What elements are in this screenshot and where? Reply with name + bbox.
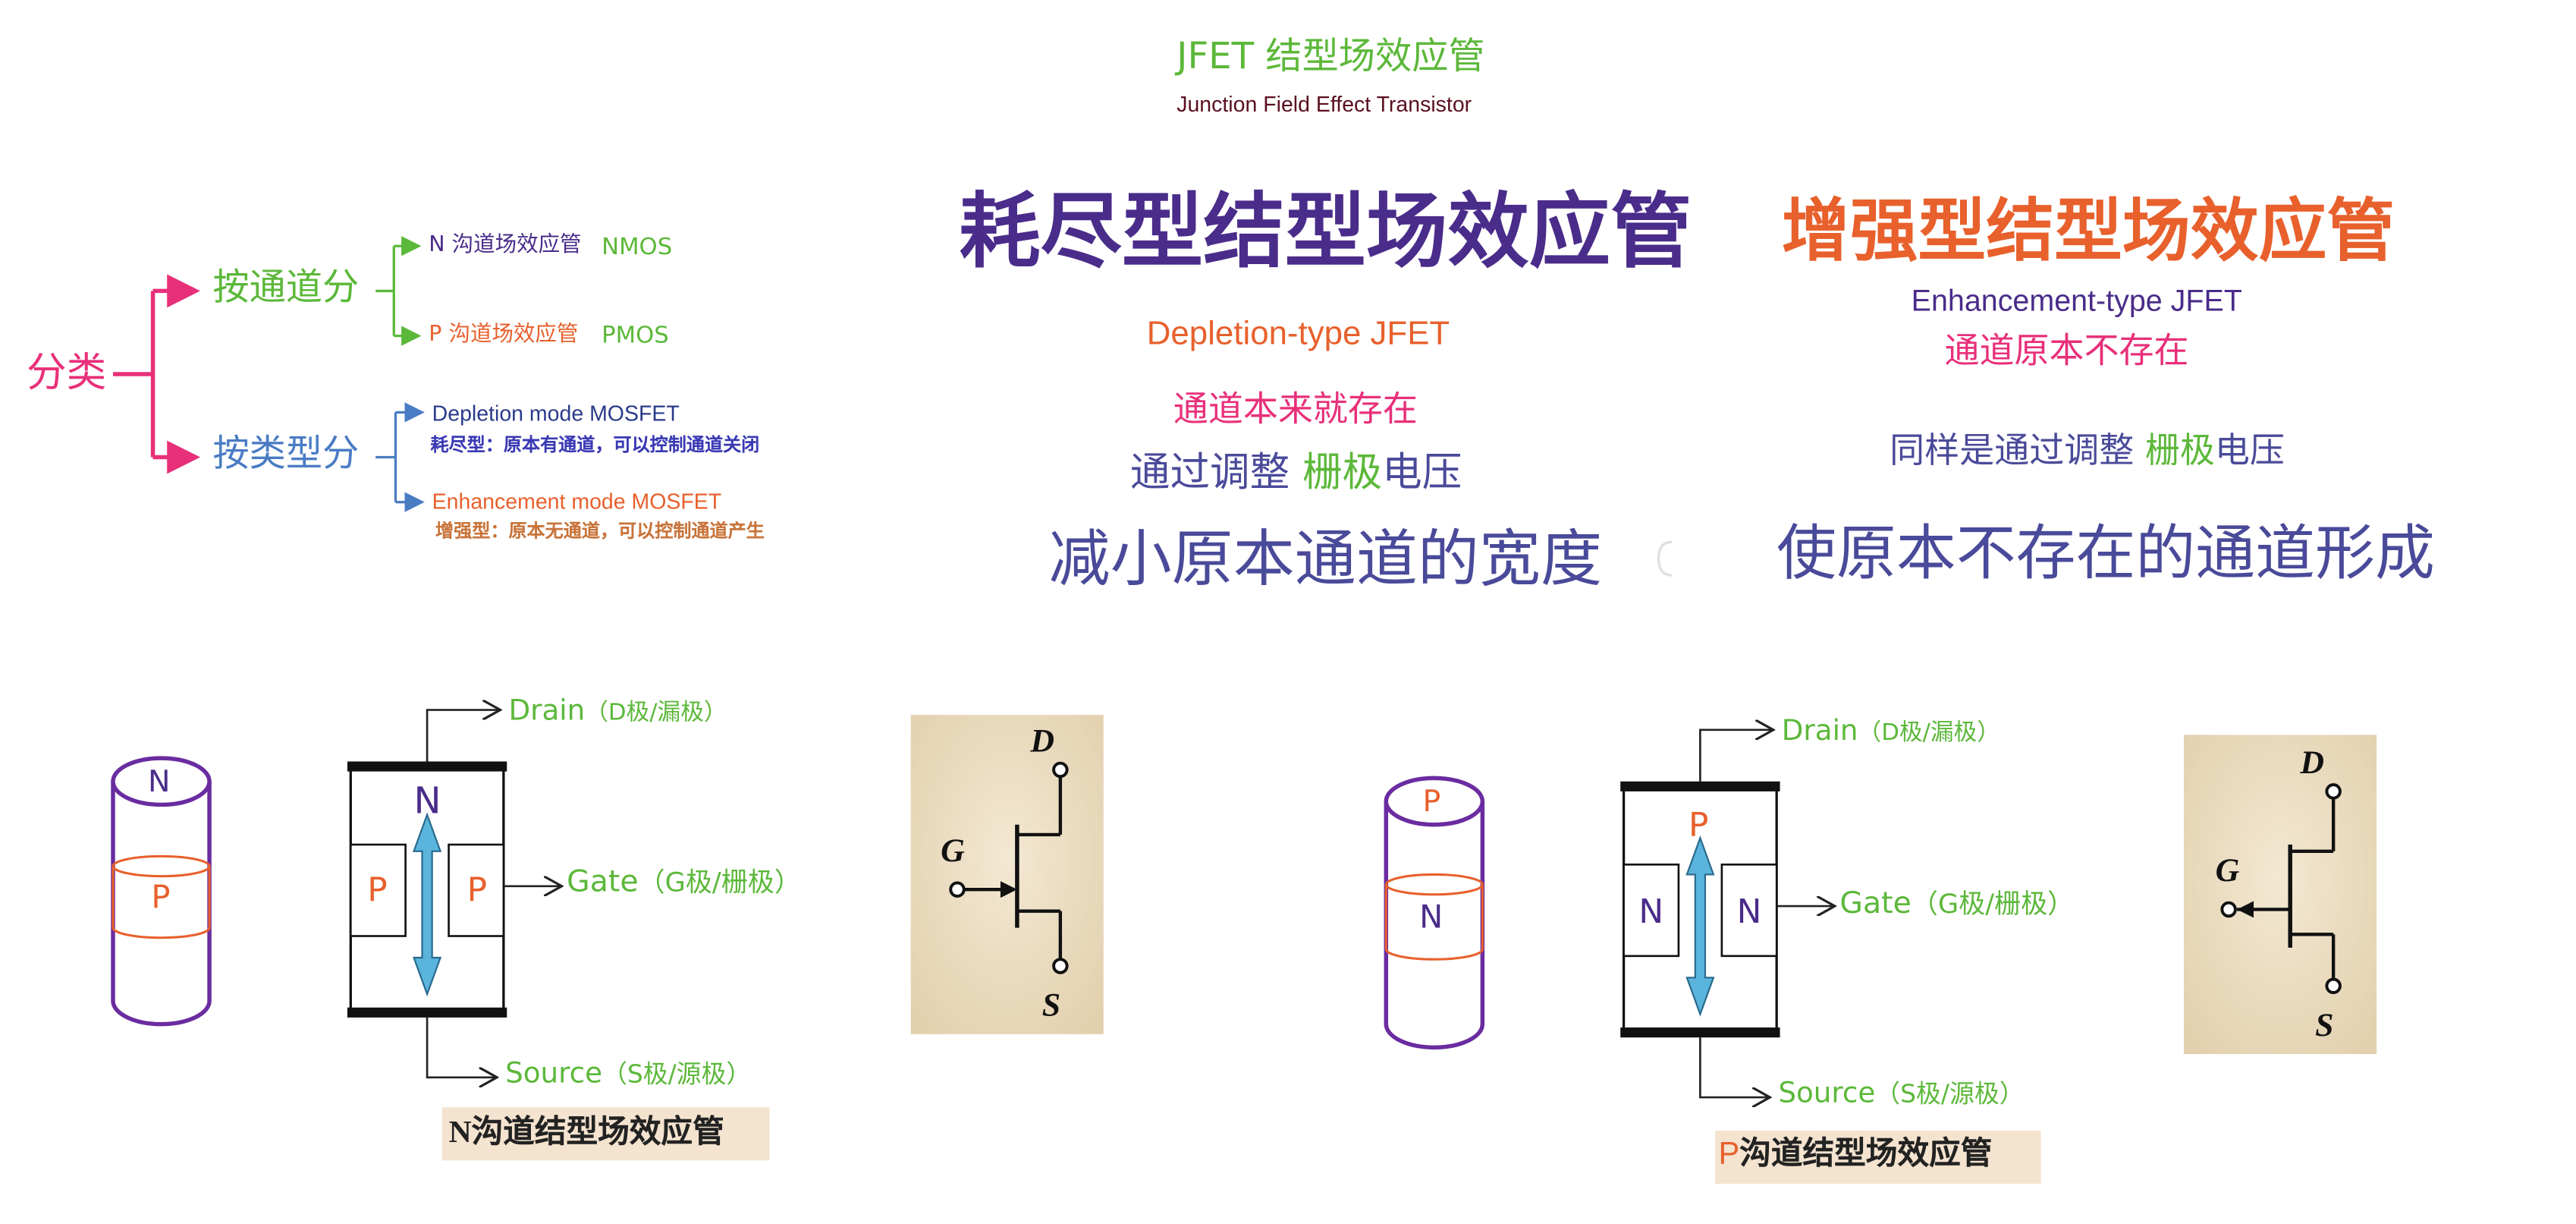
n-drain-label: Drain（D极/漏极） xyxy=(508,694,727,728)
n-cylinder-band-label: P xyxy=(151,879,171,917)
n-cylinder-top-label: N xyxy=(147,764,171,800)
page-subtitle: Junction Field Effect Transistor xyxy=(1176,91,1472,117)
p-symbol-d: D xyxy=(2300,744,2325,782)
enhancement-line-3: 使原本不存在的通道形成 xyxy=(1776,520,2435,589)
enhancement-line-1: 通道原本不存在 xyxy=(1944,331,2189,371)
p-gate-label: Gate（G极/栅极） xyxy=(1839,889,2074,919)
by-channel-label: 按通道分 xyxy=(212,267,360,310)
n-caption-letter: N xyxy=(448,1115,472,1151)
depletion-line-2-gate: 栅极 xyxy=(1302,448,1383,496)
enhancement-title: 增强型结型场效应管 xyxy=(1781,190,2395,272)
p-right-region-label: N xyxy=(1736,891,1762,931)
p-source-text: Source xyxy=(1778,1077,1876,1111)
enhancement-line-2-post: 电压 xyxy=(2214,430,2285,471)
n-caption-text: 沟道结型场效应管 xyxy=(471,1115,724,1151)
n-channel-fet-label: N 沟道场效应管 xyxy=(429,232,582,258)
depletion-en-label: Depletion-type JFET xyxy=(1146,316,1450,353)
n-channel-caption: N沟道结型场效应管 xyxy=(449,1117,724,1149)
depletion-line-2-pre: 通过调整 xyxy=(1129,448,1302,496)
n-gate-text: Gate xyxy=(567,864,639,900)
n-caption-bg xyxy=(441,1107,770,1161)
p-cylinder-band-label: N xyxy=(1419,899,1444,936)
n-gate-label: Gate（G极/栅极） xyxy=(567,866,801,898)
n-source-label: Source（S极/源极） xyxy=(505,1059,752,1090)
by-type-label: 按类型分 xyxy=(212,433,360,476)
n-drain-text: Drain xyxy=(508,694,586,728)
p-channel-structure xyxy=(1620,730,1835,1097)
depletion-line-2: 通过调整 栅极电压 xyxy=(1130,452,1462,492)
n-gate-note: （G极/栅极） xyxy=(638,866,801,898)
n-source-text: Source xyxy=(505,1057,602,1091)
p-cylinder-top-label: P xyxy=(1422,785,1441,820)
enhancement-line-2: 同样是通过调整 栅极电压 xyxy=(1890,433,2285,469)
p-gate-note: （G极/栅极） xyxy=(1911,887,2075,920)
n-drain-note: （D极/漏极） xyxy=(585,700,727,727)
depletion-mode-label: Depletion mode MOSFET xyxy=(432,401,680,426)
classification-tree-lines xyxy=(112,236,425,512)
p-caption-text: 沟道结型场效应管 xyxy=(1739,1137,1993,1172)
n-symbol-g: G xyxy=(941,832,965,870)
p-left-region-label: N xyxy=(1638,891,1664,931)
enhancement-line-2-pre: 同样是通过调整 xyxy=(1890,430,2145,471)
n-channel-cylinder xyxy=(111,756,212,1027)
p-channel-cylinder xyxy=(1384,776,1485,1050)
enhancement-mode-label: Enhancement mode MOSFET xyxy=(432,489,722,514)
n-body-label: N xyxy=(413,781,441,823)
n-channel-structure xyxy=(347,710,562,1078)
p-symbol-g: G xyxy=(2215,852,2240,890)
p-channel-symbol xyxy=(2183,735,2377,1055)
depletion-description: 耗尽型：原本有通道，可以控制通道关闭 xyxy=(430,433,760,456)
p-channel-caption: P沟道结型场效应管 xyxy=(1718,1139,1992,1171)
p-source-label: Source（S极/源极） xyxy=(1778,1077,2025,1111)
enhancement-description: 增强型：原本无通道，可以控制通道产生 xyxy=(435,520,765,543)
p-body-label: P xyxy=(1689,804,1709,845)
page-title: JFET 结型场效应管 xyxy=(1176,36,1485,78)
nmos-label: NMOS xyxy=(602,234,673,261)
p-drain-label: Drain（D极/漏极） xyxy=(1782,717,2000,747)
depletion-line-1: 通道本来就存在 xyxy=(1173,389,1418,430)
depletion-line-3: 减小原本通道的宽度 xyxy=(1048,524,1603,596)
divider-mark xyxy=(1657,540,1673,577)
p-drain-text: Drain xyxy=(1781,715,1858,748)
p-channel-fet-label: P 沟道场效应管 xyxy=(429,323,579,348)
n-symbol-s: S xyxy=(1041,987,1061,1024)
p-caption-letter: P xyxy=(1718,1137,1740,1172)
depletion-line-2-post: 电压 xyxy=(1382,448,1462,496)
p-source-note: （S极/源极） xyxy=(1875,1078,2025,1109)
pmos-label: PMOS xyxy=(602,323,669,350)
p-symbol-s: S xyxy=(2315,1007,2334,1044)
n-left-region-label: P xyxy=(367,869,388,910)
n-symbol-d: D xyxy=(1030,723,1055,760)
p-drain-note: （D极/漏极） xyxy=(1858,719,2000,747)
enhancement-en-label: Enhancement-type JFET xyxy=(1911,284,2242,318)
depletion-title: 耗尽型结型场效应管 xyxy=(959,184,1692,280)
p-gate-text: Gate xyxy=(1839,886,1912,921)
p-caption-bg xyxy=(1715,1130,2041,1184)
enhancement-line-2-gate: 栅极 xyxy=(2144,430,2215,471)
classification-root: 分类 xyxy=(27,349,107,396)
n-channel-symbol xyxy=(910,715,1104,1034)
n-right-region-label: P xyxy=(467,869,488,910)
n-source-note: （S极/源极） xyxy=(602,1059,752,1090)
